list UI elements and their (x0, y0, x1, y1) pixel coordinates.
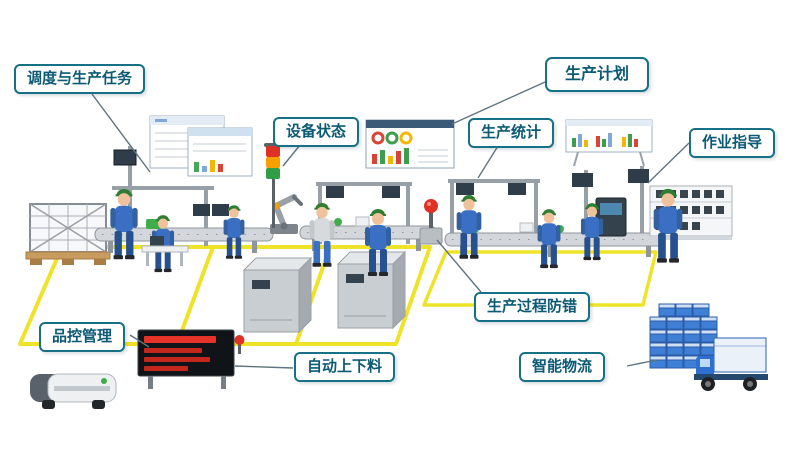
inspection-desk (141, 236, 189, 266)
connector-smart-logistics (626, 359, 658, 367)
robot-arm (270, 194, 303, 234)
connector-quality-control (129, 334, 150, 348)
production-plan-dashboard (365, 119, 455, 169)
machine-cabinet-1 (242, 256, 313, 334)
label-smart-logistics: 智能物流 (519, 352, 606, 382)
connector-production-stats (477, 145, 499, 179)
signal-tower-icon (264, 143, 282, 228)
workstation-monitor (595, 197, 627, 237)
connector-equipment-status (282, 144, 301, 167)
label-auto-load-unload: 自动上下料 (294, 352, 396, 382)
label-error-proofing: 生产过程防错 (474, 292, 591, 322)
worker-figure (537, 209, 561, 269)
label-scheduling-tasks: 调度与生产任务 (14, 64, 146, 94)
label-production-plan: 生产计划 (545, 57, 650, 93)
worker-figure (309, 203, 335, 267)
label-work-guidance: 作业指导 (689, 128, 776, 158)
led-display-board (137, 329, 245, 389)
connector-production-plan (451, 81, 546, 125)
label-production-stats: 生产统计 (468, 118, 555, 148)
connector-error-proofing (436, 239, 482, 293)
mesh-pallet-crate (25, 203, 111, 265)
connector-work-guidance (647, 142, 690, 184)
label-equipment-status: 设备状态 (273, 117, 360, 147)
agv-vehicle (30, 373, 117, 409)
connector-auto-load (234, 365, 294, 369)
production-stats-dashboard (565, 119, 653, 167)
connector-scheduling (91, 93, 151, 173)
scheduling-dashboard-screens (149, 115, 253, 177)
error-proofing-beacon (419, 199, 443, 245)
label-quality-control: 品控管理 (39, 322, 126, 352)
callout-connectors (91, 81, 690, 369)
delivery-truck (694, 337, 768, 391)
